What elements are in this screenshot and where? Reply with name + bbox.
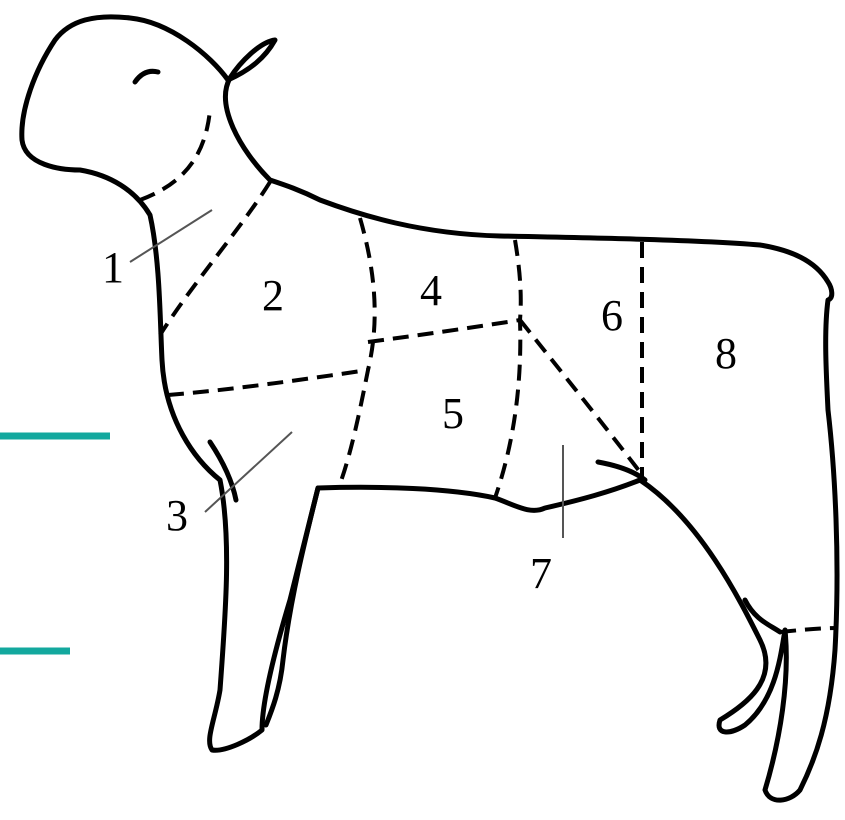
leader-1 bbox=[130, 210, 212, 262]
cut-rib-breast bbox=[368, 320, 520, 342]
cut-shoulder-rib bbox=[340, 218, 375, 484]
cut-label-5: 5 bbox=[442, 389, 464, 438]
cut-brisket bbox=[168, 370, 368, 395]
cut-loin-front bbox=[495, 240, 521, 498]
cut-label-7: 7 bbox=[530, 549, 552, 598]
cut-label-1: 1 bbox=[102, 243, 124, 292]
cut-label-2: 2 bbox=[262, 271, 284, 320]
belly-flank-line bbox=[598, 462, 645, 480]
cut-neck-jaw bbox=[140, 110, 210, 200]
cut-hind-shank bbox=[780, 628, 838, 632]
lamb-outline-body bbox=[22, 17, 837, 800]
cut-label-4: 4 bbox=[420, 266, 442, 315]
foreleg-back-line bbox=[266, 488, 318, 725]
cut-label-6: 6 bbox=[601, 291, 623, 340]
cut-neck-shoulder bbox=[160, 182, 270, 335]
eye-mark bbox=[135, 71, 158, 82]
leader-3 bbox=[205, 432, 292, 512]
cut-label-8: 8 bbox=[715, 329, 737, 378]
cut-flank-diagonal bbox=[520, 320, 640, 472]
cut-label-3: 3 bbox=[166, 491, 188, 540]
